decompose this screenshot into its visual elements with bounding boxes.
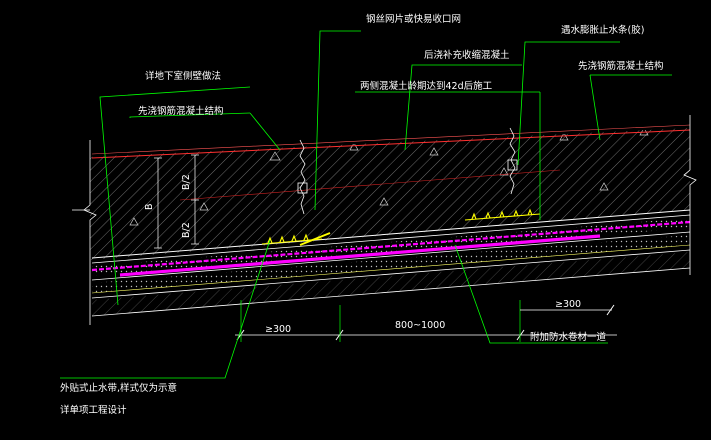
- waterstop-strips: [261, 208, 541, 246]
- base-layers: [91, 209, 691, 317]
- concrete-slab: [90, 128, 690, 260]
- label-post-pour: 后浇补充收缩混凝土: [424, 49, 510, 61]
- dim-band-width: 800~1000: [395, 320, 445, 331]
- top-surface-line: [91, 129, 691, 159]
- label-first-pour-right: 先浇钢筋混凝土结构: [578, 60, 664, 72]
- label-steel-mesh: 钢丝网片或快易收口网: [366, 13, 461, 25]
- center-line: [179, 169, 561, 201]
- dim-right-extend: ≥300: [555, 299, 581, 310]
- dim-thickness: B: [144, 203, 155, 210]
- label-age-note: 两侧混凝土龄期达到42d后施工: [360, 80, 493, 92]
- label-first-pour-left: 先浇钢筋混凝土结构: [138, 105, 224, 117]
- label-swell-stop: 遇水膨胀止水条(胶): [561, 24, 644, 36]
- swell-stop-left-icon: [297, 182, 308, 194]
- leader-lines: [60, 30, 672, 379]
- swell-stop-right-icon: [507, 159, 518, 171]
- dim-half-lower: B/2: [181, 222, 192, 238]
- extra-membrane-layer: [119, 234, 601, 277]
- thickness-dimensions: [154, 154, 199, 249]
- bottom-dimension-line: [235, 300, 617, 342]
- waterproof-membrane: [91, 220, 691, 272]
- break-line-left: [72, 140, 97, 325]
- label-basement-wall: 详地下室侧壁做法: [145, 70, 221, 82]
- label-see-single-project: 详单项工程设计: [60, 404, 127, 416]
- break-line-right: [683, 115, 697, 275]
- dim-left-extend: ≥300: [265, 324, 291, 335]
- label-external-waterstop: 外贴式止水带,样式仅为示意: [60, 382, 177, 394]
- dim-half-upper: B/2: [181, 174, 192, 190]
- label-extra-membrane: 附加防水卷材一道: [530, 331, 607, 343]
- top-surface-line-2: [91, 124, 691, 155]
